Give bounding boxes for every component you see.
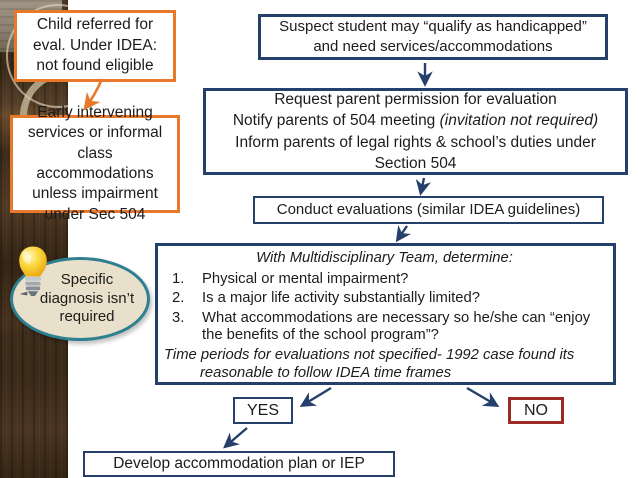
team-item-2-text: Is a major life activity substantially l… [202,290,480,307]
team-box: With Multidisciplinary Team, determine: … [155,243,616,385]
team-note: Time periods for evaluations not specifi… [164,346,575,381]
permission-line3: Inform parents of legal rights & school’… [235,133,596,172]
team-item-1-text: Physical or mental impairment? [202,270,409,287]
arrow-team-to-no [466,386,500,407]
no-label: NO [524,401,548,419]
team-item-3-number: 3. [172,309,185,326]
lightbulb-icon [19,246,47,296]
no-box: NO [508,397,564,424]
permission-line2: Notify parents of 504 meeting (invitatio… [233,110,598,131]
team-item-1: 1. Physical or mental impairment? [164,271,605,289]
develop-plan-text: Develop accommodation plan or IEP [113,454,365,472]
arrow-team-to-yes [299,386,332,408]
arrow-permission-to-conduct [415,177,432,196]
suspect-box: Suspect student may “qualify as handicap… [258,14,608,60]
arrow-conduct-to-team [395,224,412,243]
permission-line1: Request parent permission for evaluation [274,91,557,109]
develop-plan-box: Develop accommodation plan or IEP [83,451,395,477]
permission-line2-normal: Notify parents of 504 meeting [232,112,440,130]
team-heading: With Multidisciplinary Team, determine: [256,250,513,266]
team-item-2-number: 2. [172,290,185,307]
yes-box: YES [233,397,293,424]
diagnosis-callout-text: Specific diagnosis isn’t required [39,270,135,326]
team-item-2: 2. Is a major life activity substantiall… [164,290,605,308]
permission-line2-italic: (invitation not required) [439,112,599,130]
conduct-text: Conduct evaluations (similar IDEA guidel… [276,201,581,219]
suspect-text: Suspect student may “qualify as handicap… [279,18,587,55]
permission-box: Request parent permission for evaluation… [203,88,628,175]
team-item-3: 3. What accommodations are necessary so … [164,310,605,345]
conduct-box: Conduct evaluations (similar IDEA guidel… [253,196,604,224]
team-item-3-text: What accommodations are necessary so he/… [202,309,591,344]
early-intervening-text: Early intervening services or informal c… [27,103,163,223]
team-item-1-number: 1. [172,270,185,287]
early-intervening-box: Early intervening services or informal c… [10,104,180,223]
referral-box: Child referred for eval. Under IDEA: not… [14,10,176,82]
referral-text: Child referred for eval. Under IDEA: not… [32,16,158,75]
arrow-yes-to-develop [223,427,248,449]
yes-label: YES [246,401,279,419]
